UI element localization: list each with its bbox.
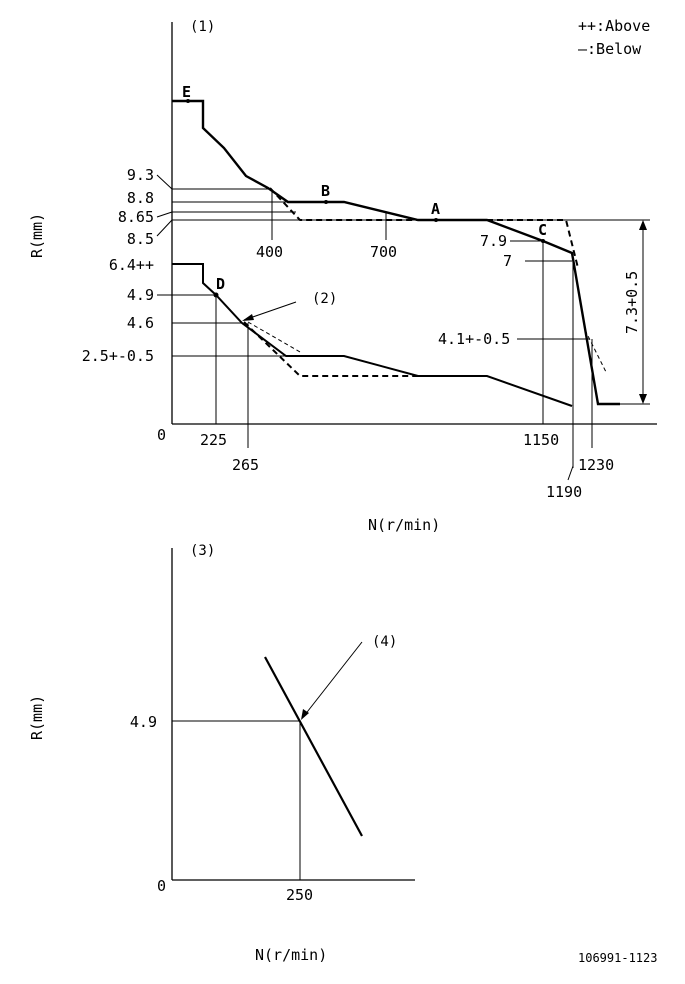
dashed-4.1 — [584, 329, 607, 373]
x-label-1150: 1150 — [523, 431, 559, 449]
dimension-arrow-bottom — [639, 394, 647, 404]
dimension-arrow-top — [639, 220, 647, 230]
callout-4-leader — [303, 641, 363, 717]
point-b-dot — [324, 200, 328, 204]
dimension-label: 7.3+0.5 — [623, 271, 641, 334]
right-label-7: 7 — [503, 252, 512, 270]
y-label-9.3: 9.3 — [127, 166, 154, 184]
x-leader-1190 — [567, 465, 574, 481]
top-y-axis-label: R(mm) — [28, 213, 46, 258]
bottom-chart-ref: (3) — [190, 543, 215, 559]
top-chart-ref: (1) — [190, 19, 215, 35]
right-label-7.9: 7.9 — [480, 232, 507, 250]
bottom-characteristic-line — [264, 656, 363, 837]
y-label-8.8: 8.8 — [127, 189, 154, 207]
bottom-y-label-4.9: 4.9 — [130, 713, 157, 731]
callout-4-arrow — [301, 709, 309, 720]
point-e-dot — [186, 99, 190, 103]
y-leader-8.65 — [156, 211, 173, 218]
x-label-400: 400 — [256, 243, 283, 261]
lower-curve-dashed — [243, 321, 420, 377]
y-label-4.9: 4.9 — [127, 286, 154, 304]
top-origin: 0 — [157, 426, 166, 444]
bottom-x-axis-label: N(r/min) — [255, 946, 327, 964]
lower-curve-solid — [172, 263, 573, 407]
bottom-y-axis-label: R(mm) — [28, 695, 46, 740]
callout-2: (2) — [312, 291, 337, 307]
right-label-4.1: 4.1+-0.5 — [438, 330, 510, 348]
point-c-dot — [541, 239, 545, 243]
y-leader-8.5 — [156, 219, 173, 237]
lower-curve-thin-dashed — [247, 321, 301, 353]
y-label-8.5: 8.5 — [127, 230, 154, 248]
point-a: A — [431, 200, 440, 218]
doc-number: 106991-1123 — [578, 951, 657, 965]
point-b: B — [321, 182, 330, 200]
point-c: C — [538, 221, 547, 239]
bottom-x-label-250: 250 — [286, 886, 313, 904]
point-d: D — [216, 275, 225, 293]
x-label-1230: 1230 — [578, 456, 614, 474]
callout-4: (4) — [372, 634, 397, 650]
upper-curve-dashed — [269, 187, 420, 221]
legend-above: ++:Above — [578, 17, 650, 35]
x-label-225: 225 — [200, 431, 227, 449]
y-leader-9.3 — [156, 174, 173, 190]
point-e: E — [182, 83, 191, 101]
y-label-8.65: 8.65 — [118, 208, 154, 226]
upper-curve-dashed-right — [487, 219, 579, 269]
bottom-origin: 0 — [157, 877, 166, 895]
y-label-2.5: 2.5+-0.5 — [82, 347, 154, 365]
x-label-700: 700 — [370, 243, 397, 261]
x-label-1190: 1190 — [546, 483, 582, 501]
y-label-6.4: 6.4++ — [109, 256, 154, 274]
legend-below: —:Below — [578, 40, 642, 58]
upper-curve-solid — [172, 99, 620, 406]
top-x-axis-label: N(r/min) — [368, 516, 440, 534]
x-label-265: 265 — [232, 456, 259, 474]
point-a-dot — [434, 218, 438, 222]
callout-2-arrow — [242, 314, 254, 321]
y-label-4.6: 4.6 — [127, 314, 154, 332]
